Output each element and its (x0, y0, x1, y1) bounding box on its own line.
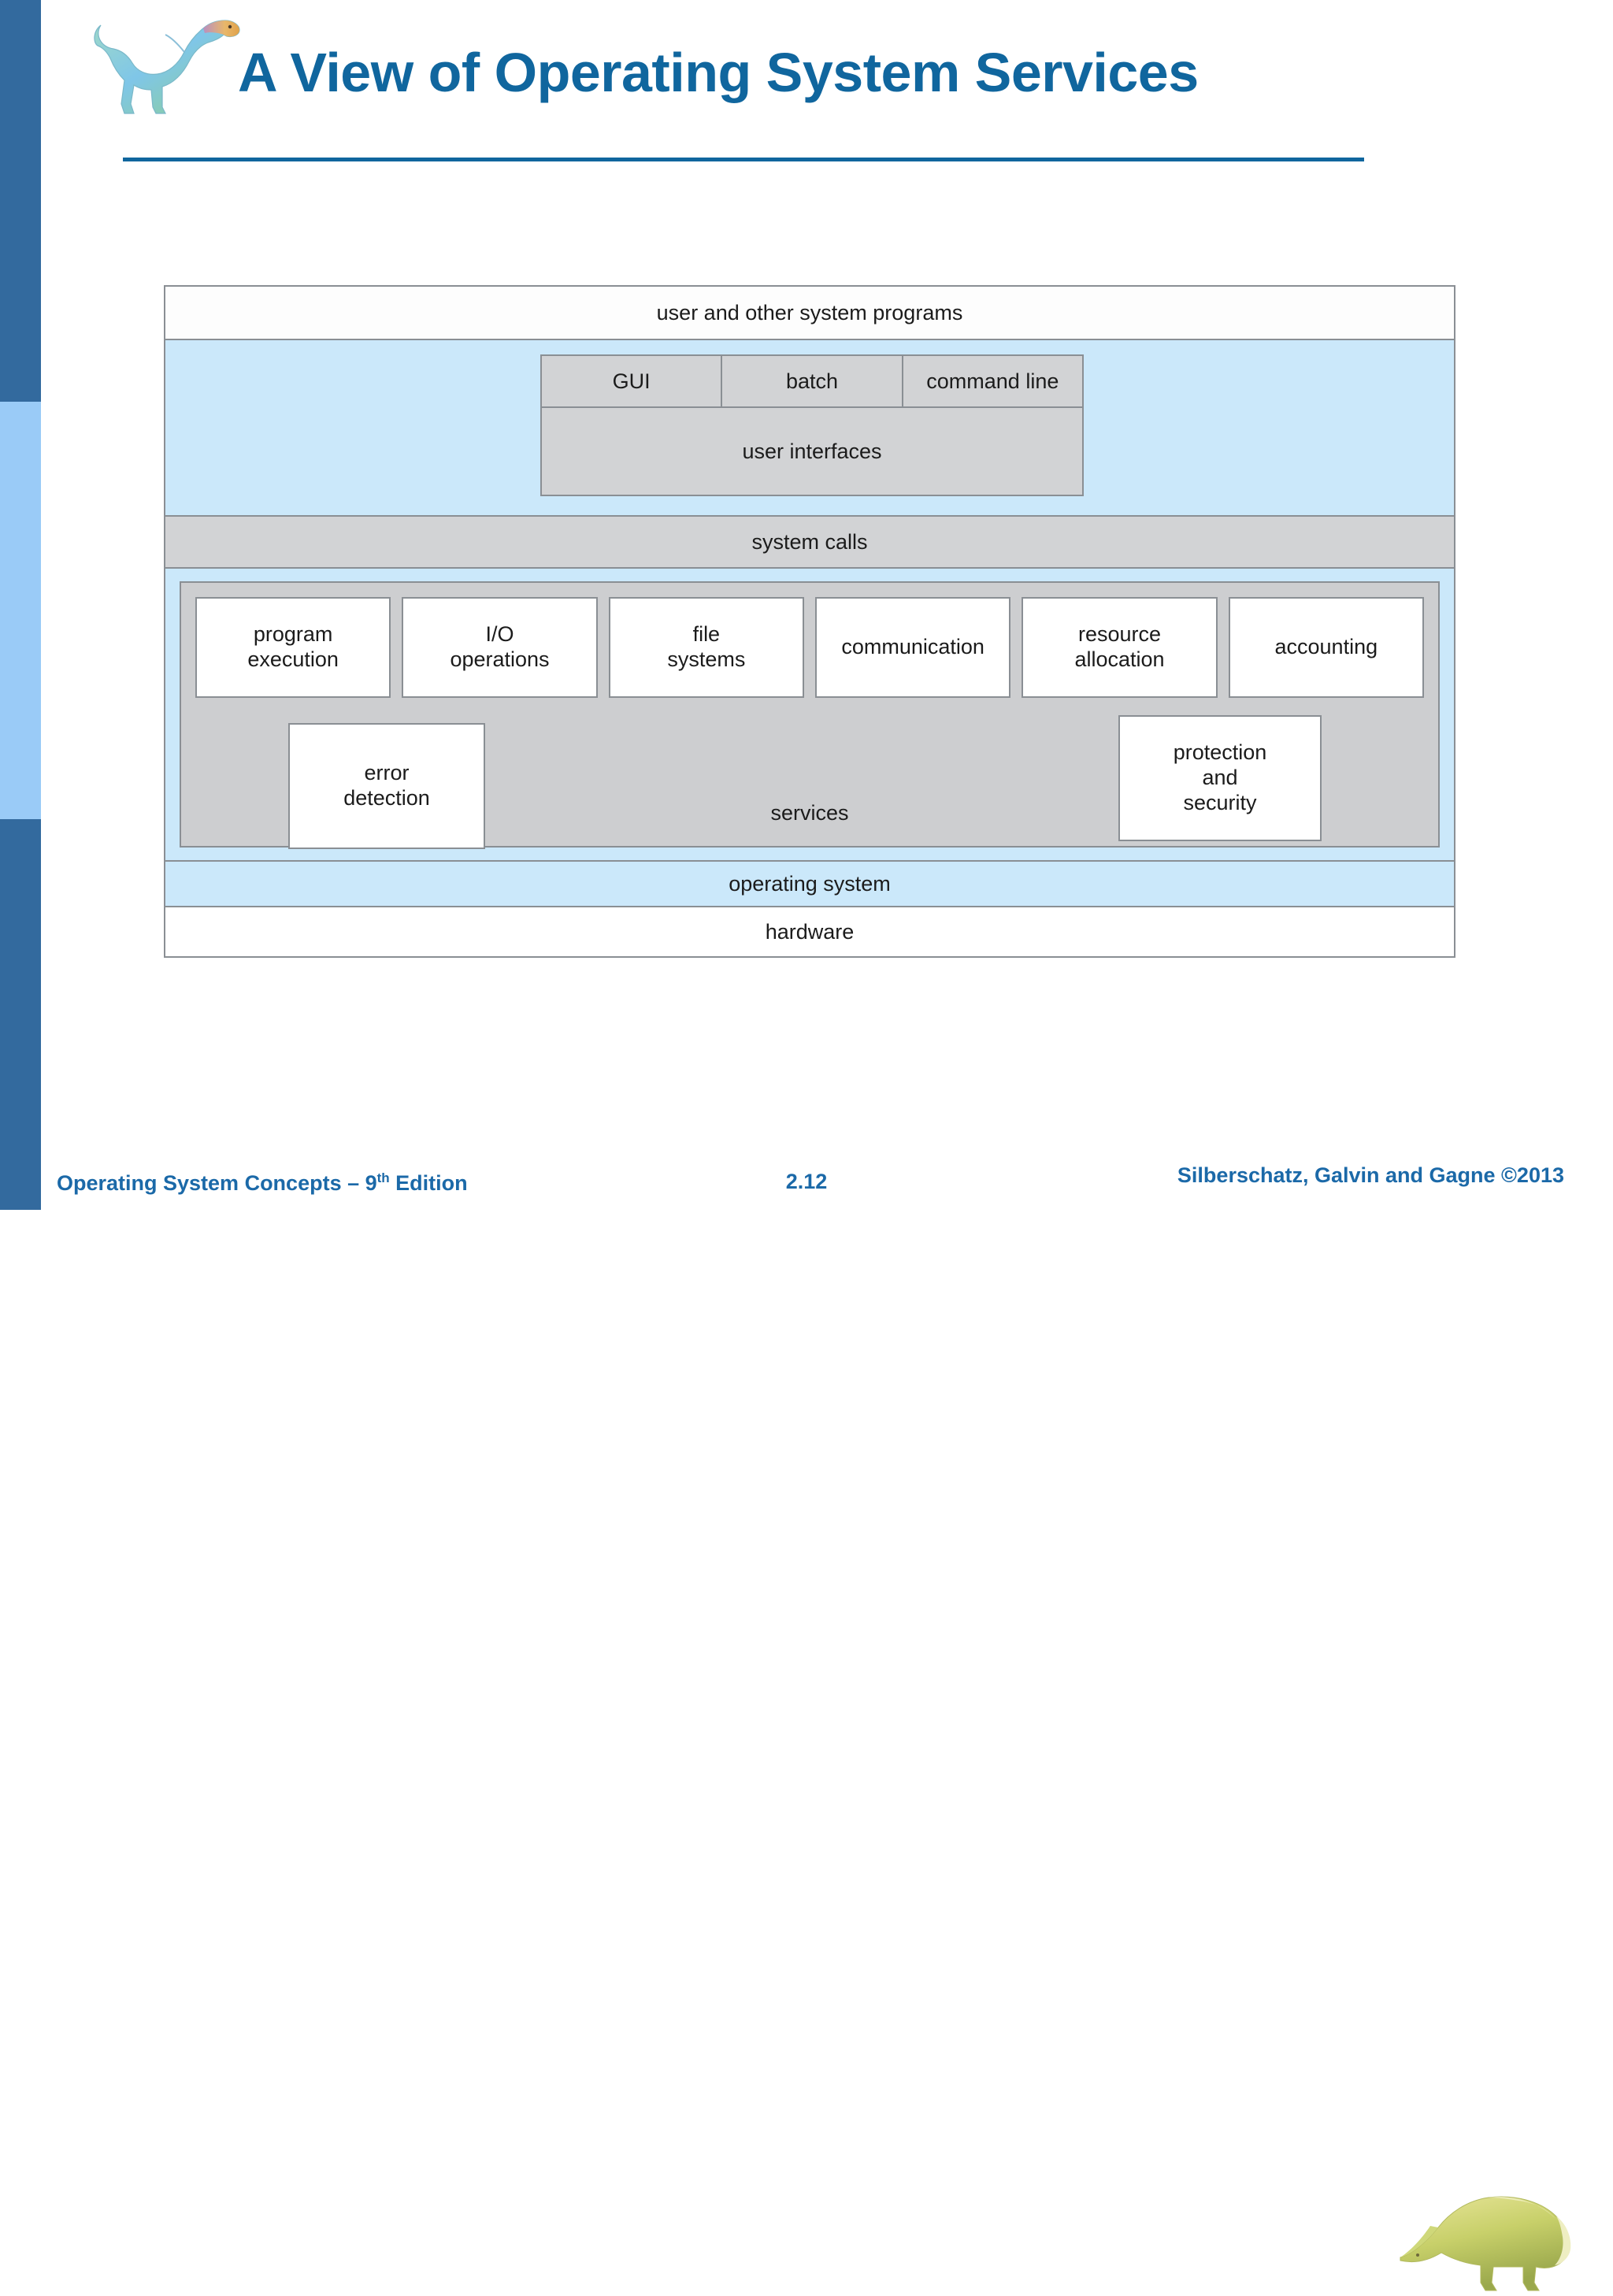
service-box-file-systems: file systems (608, 597, 804, 698)
ui-mode-command-line: command line (901, 356, 1082, 406)
service-box-communication: communication (814, 597, 1011, 698)
service-box-error-detection: error detection (288, 723, 485, 849)
footer-edition-suffix: Edition (389, 1171, 468, 1195)
service-box-io-operations: I/O operations (402, 597, 598, 698)
services-container: program execution I/O operations file sy… (180, 581, 1440, 849)
band-system-calls: system calls (165, 517, 1454, 569)
band-user-interface-layer: GUI batch command line user interfaces (165, 340, 1454, 517)
left-accent-rail (0, 0, 41, 1210)
band-hardware: hardware (165, 907, 1454, 956)
slide-footer: Operating System Concepts – 9th Edition … (0, 1134, 1613, 2291)
user-interfaces-label: user interfaces (542, 408, 1082, 495)
slide-header: A View of Operating System Services (41, 0, 1613, 165)
user-interface-modes-row: GUI batch command line (542, 356, 1082, 408)
band-operating-system-layer: program execution I/O operations file sy… (165, 569, 1454, 862)
page-title: A View of Operating System Services (238, 42, 1199, 103)
service-box-accounting: accounting (1228, 597, 1424, 698)
dinosaur-icon (94, 20, 240, 114)
band-user-and-other-system-programs: user and other system programs (165, 287, 1454, 340)
dinosaur-icon (1400, 2196, 1571, 2291)
footer-edition-ordinal: th (376, 1170, 390, 1185)
rail-segment-top (0, 0, 41, 402)
service-box-program-execution: program execution (195, 597, 391, 698)
footer-edition-prefix: Operating System Concepts – 9 (57, 1171, 377, 1195)
ui-mode-gui: GUI (542, 356, 721, 406)
services-label: services (770, 801, 849, 825)
os-services-diagram: user and other system programs GUI batch… (164, 285, 1455, 958)
slide-number: 2.12 (785, 1170, 828, 1193)
service-box-protection-and-security: protection and security (1118, 715, 1322, 841)
service-box-resource-allocation: resource allocation (1022, 597, 1218, 698)
ui-mode-batch: batch (721, 356, 902, 406)
footer-copyright: Silberschatz, Galvin and Gagne ©2013 (1177, 1163, 1564, 1187)
user-interfaces-group: GUI batch command line user interfaces (540, 354, 1084, 496)
rail-segment-bottom (0, 819, 41, 1210)
services-row-top: program execution I/O operations file sy… (195, 597, 1424, 698)
footer-edition-text: Operating System Concepts – 9th Edition (57, 1170, 468, 1196)
rail-segment-middle (0, 402, 41, 819)
band-operating-system: operating system (165, 862, 1454, 907)
title-underline (123, 158, 1364, 161)
